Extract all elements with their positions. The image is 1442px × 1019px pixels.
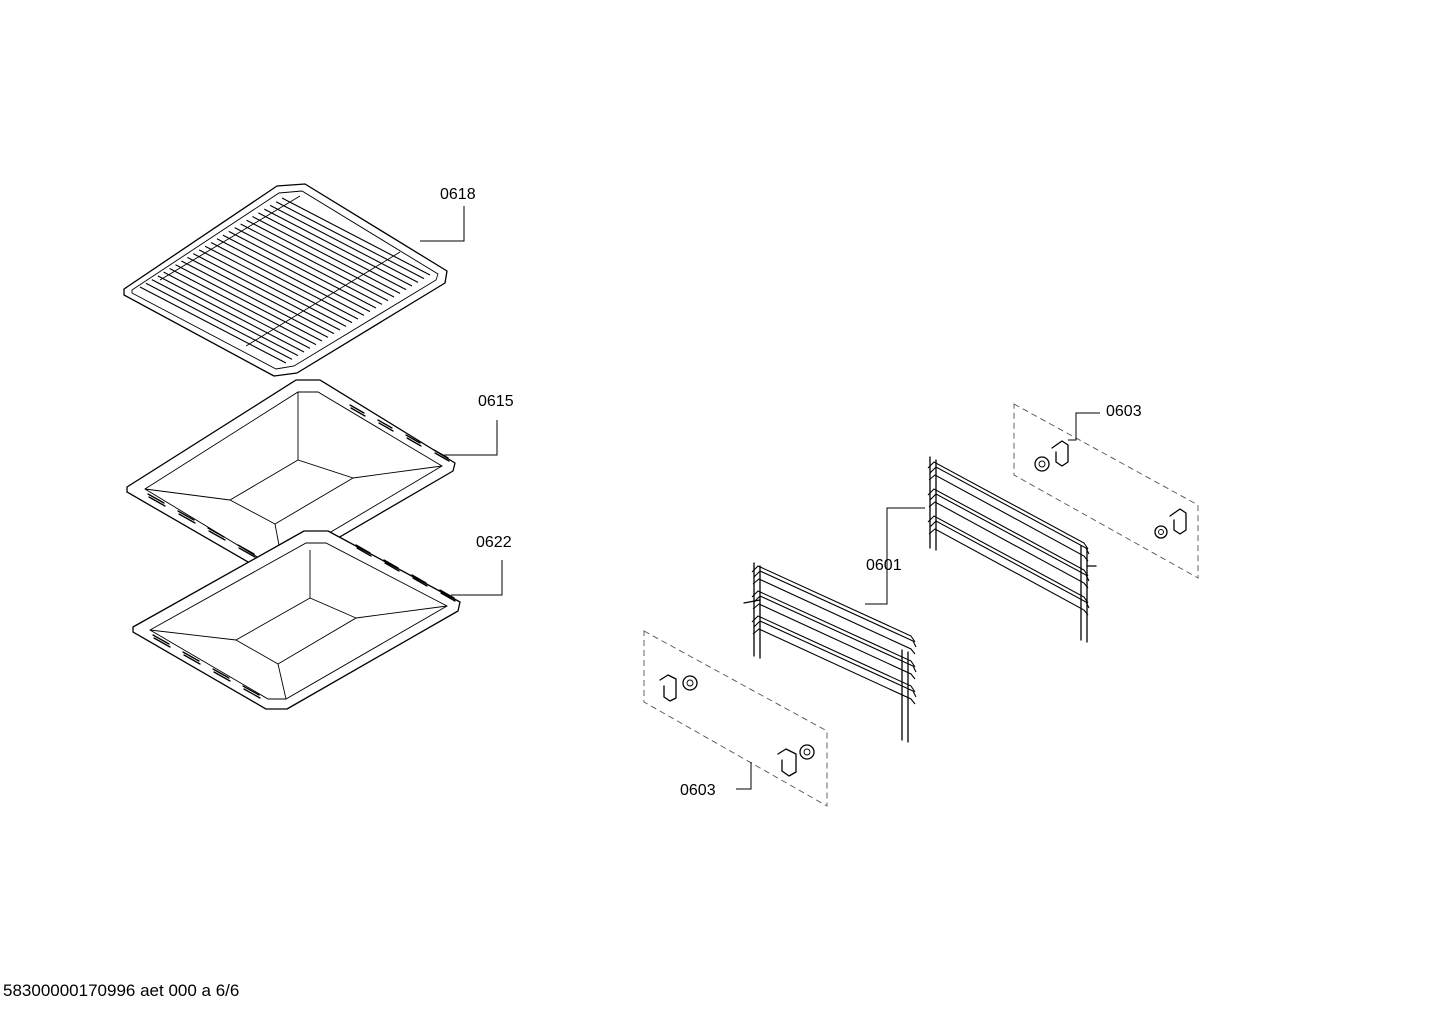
part-0622-deep-tray: [132, 530, 461, 710]
callout-0601: 0601: [866, 557, 902, 574]
part-0618-wire-rack: [123, 183, 448, 377]
part-0603-upper-clip-set: [1013, 403, 1199, 579]
callout-0603-upper: 0603: [1106, 403, 1142, 420]
callout-0603-lower: 0603: [680, 782, 716, 799]
leader-lines: [420, 206, 1100, 790]
part-0615-baking-tray: [126, 379, 456, 571]
part-0601-runner-left: [743, 562, 917, 743]
callout-0615: 0615: [478, 393, 514, 410]
drawing-reference-number: 58300000170996 aet 000 a 6/6: [3, 981, 240, 1000]
part-0601-runner-right: [927, 456, 1097, 643]
part-0603-lower-clip-set: [643, 630, 828, 807]
callout-0618: 0618: [440, 186, 476, 203]
callout-0622: 0622: [476, 534, 512, 551]
